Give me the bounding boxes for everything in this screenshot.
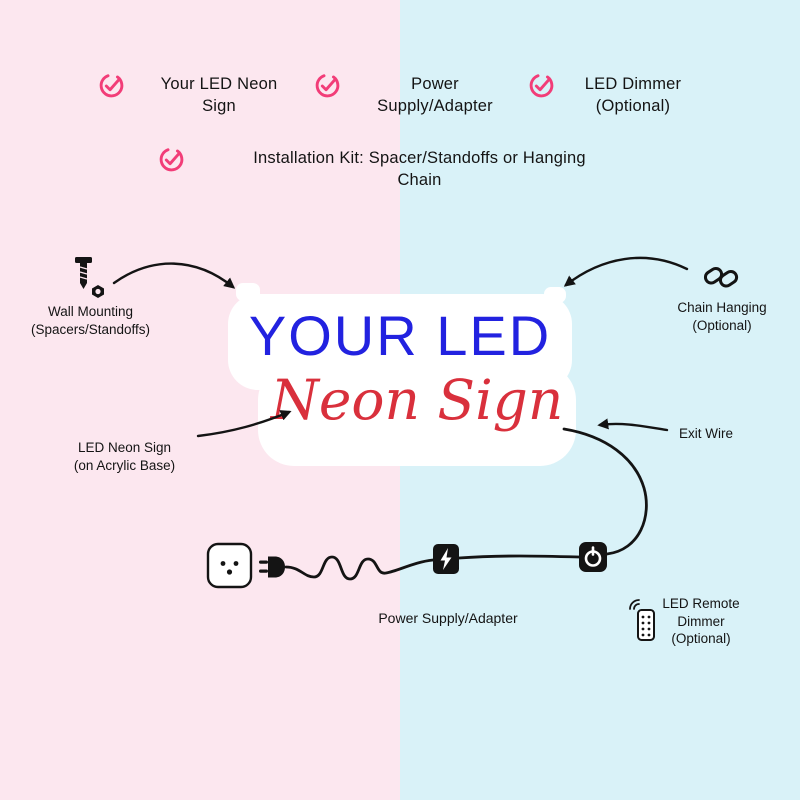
callout-title: Power Supply/Adapter — [378, 610, 518, 626]
led-neon-sign-label: LED Neon Sign (on Acrylic Base) — [42, 439, 207, 474]
callout-title: Chain Hanging — [677, 300, 767, 315]
checklist-item-neon-sign: Your LED Neon Sign — [134, 73, 304, 117]
check-circle-icon — [529, 73, 554, 98]
wall-socket-icon — [206, 542, 253, 589]
mounting-screw-icon — [75, 257, 104, 298]
sign-text-line1: YOUR LED — [248, 304, 552, 367]
callout-sub: (Optional) — [692, 317, 752, 333]
callout-title: Wall Mounting — [47, 304, 134, 319]
sign-text-line2: Neon Sign — [270, 368, 564, 432]
chain-hanging-label: Chain Hanging (Optional) — [652, 299, 792, 334]
wall-mounting-label: Wall Mounting (Spacers/Standoffs) — [8, 303, 173, 338]
checklist-item-line: Supply/Adapter — [377, 97, 493, 115]
checklist-item-power-supply: Power Supply/Adapter — [350, 73, 520, 117]
checklist-item-installation-kit: Installation Kit: Spacer/Standoffs or Ha… — [192, 147, 647, 191]
callout-sub: (Spacers/Standoffs) — [30, 321, 151, 337]
callout-title: LED Remote — [662, 596, 740, 611]
power-adapter-icon — [433, 544, 459, 574]
checklist-item-line: Chain — [397, 171, 442, 189]
chain-link-icon — [703, 266, 739, 288]
check-circle-icon — [159, 147, 184, 172]
remote-control-icon — [629, 599, 655, 641]
inline-dimmer-icon — [579, 542, 607, 572]
checklist-item-line: LED Dimmer — [584, 75, 682, 93]
callout-sub: (Optional) — [671, 631, 731, 646]
check-circle-icon — [99, 73, 124, 98]
power-supply-label: Power Supply/Adapter — [348, 610, 548, 628]
exit-wire-label: Exit Wire — [662, 425, 750, 443]
power-plug-icon — [259, 556, 285, 578]
checklist-item-dimmer: LED Dimmer (Optional) — [558, 73, 708, 117]
callout-sub: (on Acrylic Base) — [73, 457, 176, 473]
callout-title: LED Neon Sign — [77, 440, 172, 455]
check-circle-icon — [315, 73, 340, 98]
led-remote-dimmer-label: LED Remote Dimmer (Optional) — [658, 595, 744, 648]
callout-title: Exit Wire — [679, 426, 733, 441]
checklist-item-line: Power — [411, 75, 459, 93]
checklist-item-line: Installation Kit: Spacer/Standoffs or Ha… — [253, 149, 586, 167]
checklist-item-line: (Optional) — [595, 97, 671, 115]
checklist-item-line: Sign — [202, 97, 236, 115]
checklist-item-line: Your LED Neon — [160, 75, 278, 93]
callout-title: Dimmer — [677, 613, 725, 629]
